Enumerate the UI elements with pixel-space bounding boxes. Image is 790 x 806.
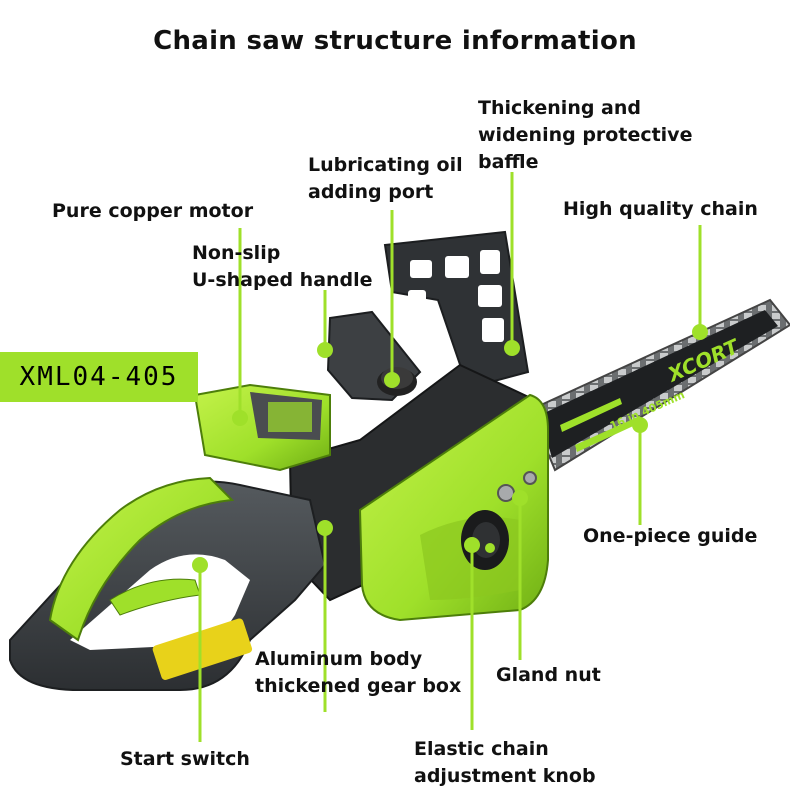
label-oil-port: Lubricating oil adding port (308, 154, 463, 203)
label-baffle: Thickening and widening protective baffl… (478, 97, 693, 173)
motor-housing (193, 383, 331, 472)
label-chain: High quality chain (563, 198, 758, 220)
leader-lines (198, 172, 702, 742)
label-gear-box: Aluminum body thickened gear box (255, 648, 462, 697)
label-start-switch: Start switch (120, 748, 250, 770)
label-guide: One-piece guide (583, 525, 758, 547)
model-badge: XML04-405 (0, 352, 198, 402)
leader-dots (192, 324, 708, 573)
label-motor: Pure copper motor (52, 200, 254, 222)
guide-bar (528, 298, 790, 472)
page-title: Chain saw structure information (153, 26, 637, 56)
green-grip (48, 476, 235, 642)
warning-sticker (152, 618, 253, 680)
gland-nuts (497, 471, 537, 502)
label-handle: Non-slip U-shaped handle (192, 242, 373, 291)
label-gland-nut: Gland nut (496, 664, 601, 686)
label-knob: Elastic chain adjustment knob (414, 738, 596, 787)
